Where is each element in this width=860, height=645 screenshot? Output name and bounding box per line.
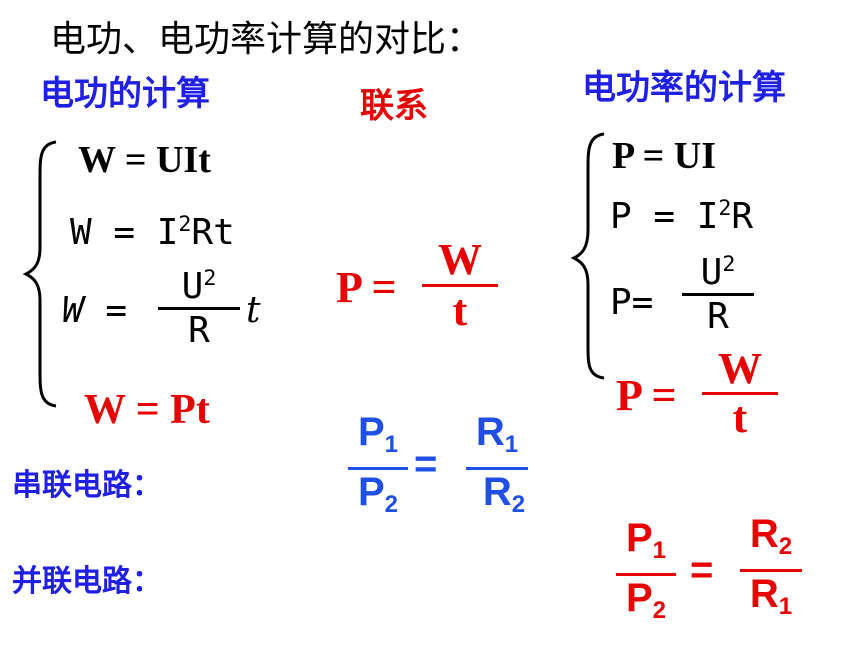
formula-w-pt: W = Pt xyxy=(84,387,210,433)
parallel-circuit-label: 并联电路： xyxy=(12,564,162,599)
header-electric-power: 电功率的计算 xyxy=(582,68,786,108)
fraction-bar xyxy=(466,467,528,471)
formula-w-u2r-t: t xyxy=(246,290,261,331)
parallel-denominator-r1: R1 xyxy=(749,572,793,621)
formula-w-i2rt-sup: 2 xyxy=(178,212,192,238)
header-relation: 联系 xyxy=(360,86,428,126)
series-circuit-label: 串联电路： xyxy=(12,468,162,503)
series-numerator-p1: P1 xyxy=(357,410,399,459)
formula-w-i2rt-prefix: W = I xyxy=(70,212,179,253)
fraction-bar xyxy=(702,392,778,395)
formula-p-wt-lhs: P = xyxy=(336,263,397,312)
formula-p-i2r-sup: 2 xyxy=(718,196,732,222)
formula-p-i2r: P = I2R xyxy=(610,196,753,237)
fraction-bar xyxy=(740,569,802,573)
formula-p-u2r-numerator: U2 xyxy=(700,252,736,293)
formula-w-i2rt: W = I2Rt xyxy=(70,212,235,253)
series-denominator-r2: R2 xyxy=(482,470,526,519)
series-left-fraction: P1 P2 xyxy=(348,410,408,527)
series-numerator-r1: R1 xyxy=(475,410,519,459)
formula-p-u2r-fraction: U2 R xyxy=(682,252,754,337)
formula-w-u2r-lhs: W = xyxy=(62,290,128,331)
formula-w-u2r-numerator: U2 xyxy=(181,266,217,307)
parallel-right-fraction: R2 R1 xyxy=(740,512,802,629)
formula-p-wt-right-denominator: t xyxy=(732,393,748,442)
formula-w-i2rt-suffix: Rt xyxy=(191,212,235,253)
page-title: 电功、电功率计算的对比： xyxy=(50,19,483,60)
formula-p-i2r-suffix: R xyxy=(731,196,754,237)
series-equals: = xyxy=(414,442,438,486)
formula-p-wt-fraction: W t xyxy=(422,236,498,335)
parallel-denominator-p2: P2 xyxy=(625,576,667,625)
formula-p-wt-right-fraction: W t xyxy=(702,346,778,441)
formula-w-u2r-fraction: U2 R xyxy=(158,266,240,351)
parallel-left-fraction: P1 P2 xyxy=(616,516,676,633)
formula-p-u2r-denominator: R xyxy=(707,296,729,337)
formula-p-wt-numerator: W xyxy=(438,235,482,284)
header-electric-work: 电功的计算 xyxy=(40,74,210,114)
right-brace xyxy=(570,132,605,380)
formula-w-u2r-denominator: R xyxy=(188,310,210,351)
parallel-numerator-r2: R2 xyxy=(749,512,793,561)
formula-p-wt-right-numerator: W xyxy=(718,344,762,393)
series-right-fraction: R1 R2 xyxy=(466,410,528,527)
formula-w-uit: W = UIt xyxy=(78,139,211,181)
fraction-bar xyxy=(682,293,754,296)
formula-p-u2r-lhs: P= xyxy=(610,282,654,323)
series-denominator-p2: P2 xyxy=(357,470,399,519)
fraction-bar xyxy=(422,284,498,287)
left-brace xyxy=(22,140,57,408)
fraction-bar xyxy=(348,467,408,471)
formula-p-wt-denominator: t xyxy=(452,286,468,335)
formula-p-ui: P = UI xyxy=(612,135,716,177)
formula-p-i2r-prefix: P = I xyxy=(610,196,719,237)
parallel-equals: = xyxy=(690,548,714,592)
formula-p-wt-right-lhs: P = xyxy=(616,371,677,420)
fraction-bar xyxy=(616,573,676,577)
fraction-bar xyxy=(158,307,240,310)
parallel-numerator-p1: P1 xyxy=(625,516,667,565)
